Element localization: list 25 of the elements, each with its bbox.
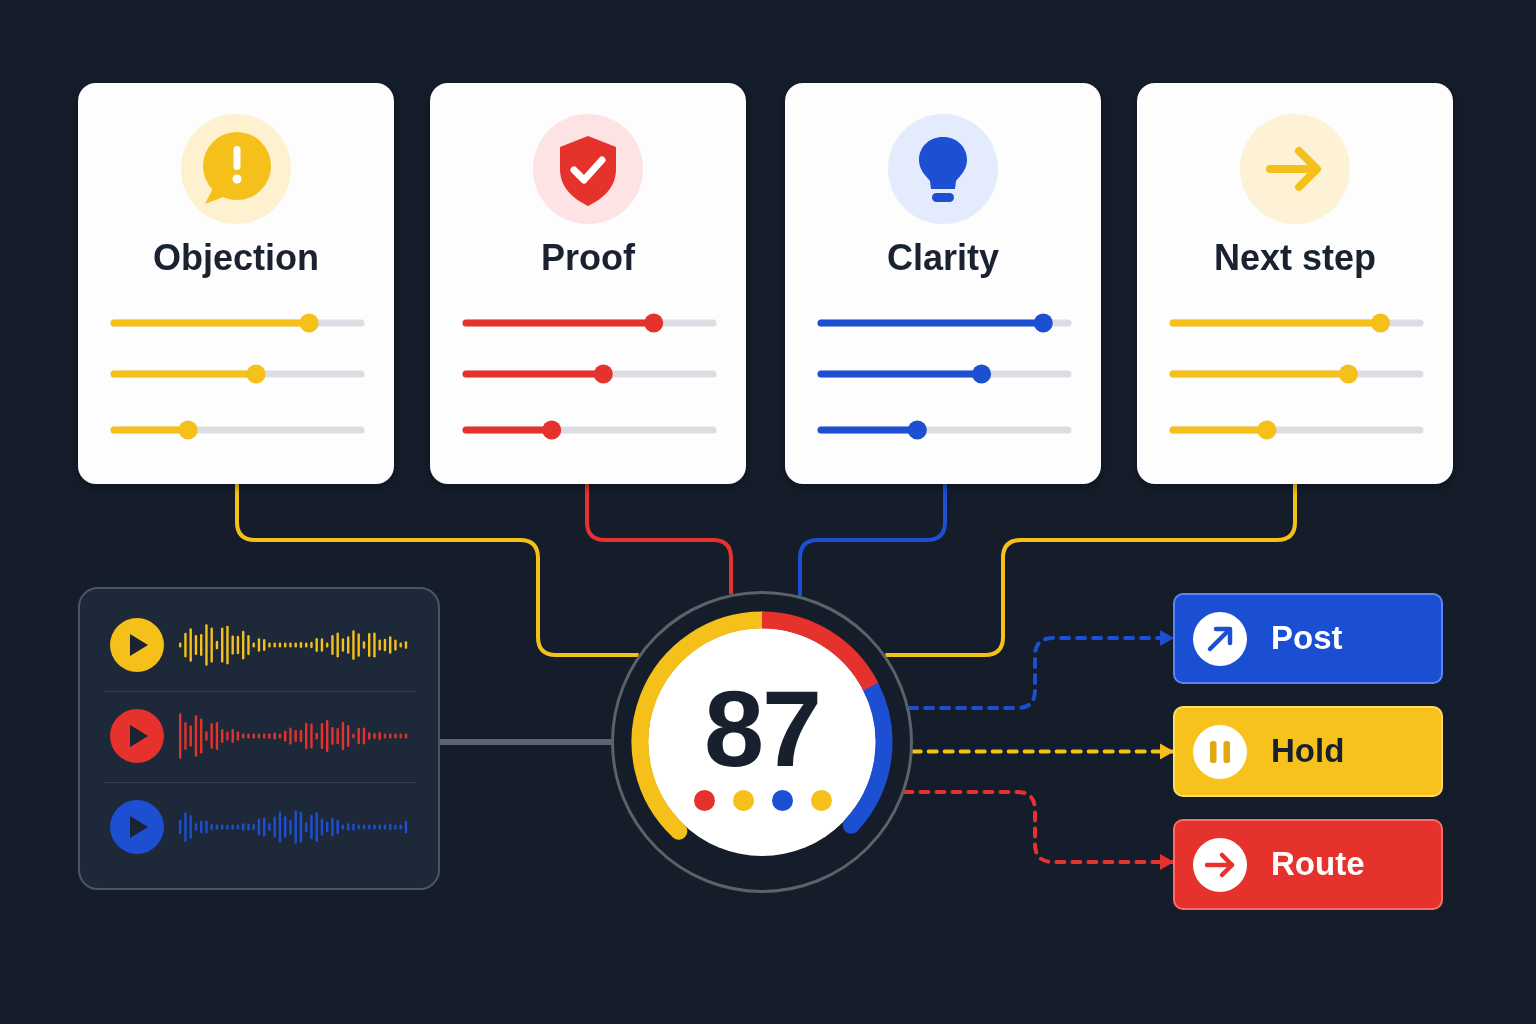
score-card <box>785 83 1101 484</box>
score-card <box>1137 83 1453 484</box>
connector-line <box>585 484 733 595</box>
connector-line <box>798 484 947 596</box>
dashed-arrow <box>902 790 1175 870</box>
card-title: Objection <box>153 237 319 279</box>
action-label: Hold <box>1271 733 1345 770</box>
score-card <box>78 83 394 484</box>
connector-line <box>440 739 611 745</box>
dashed-arrow <box>910 743 1175 760</box>
action-card <box>1173 593 1443 684</box>
card-title: Proof <box>541 237 635 279</box>
dashed-arrow <box>907 630 1175 710</box>
score-card <box>430 83 746 484</box>
card-title: Clarity <box>886 237 999 279</box>
action-label: Route <box>1271 846 1365 883</box>
action-label: Post <box>1271 620 1343 657</box>
score-value: 87 <box>703 675 821 783</box>
score-gauge <box>611 591 913 893</box>
card-title: Next step <box>1213 237 1377 279</box>
connector-line <box>885 484 1297 657</box>
action-card <box>1173 819 1443 910</box>
connector-line <box>235 484 639 657</box>
action-card <box>1173 706 1443 797</box>
audio-panel <box>78 587 440 890</box>
